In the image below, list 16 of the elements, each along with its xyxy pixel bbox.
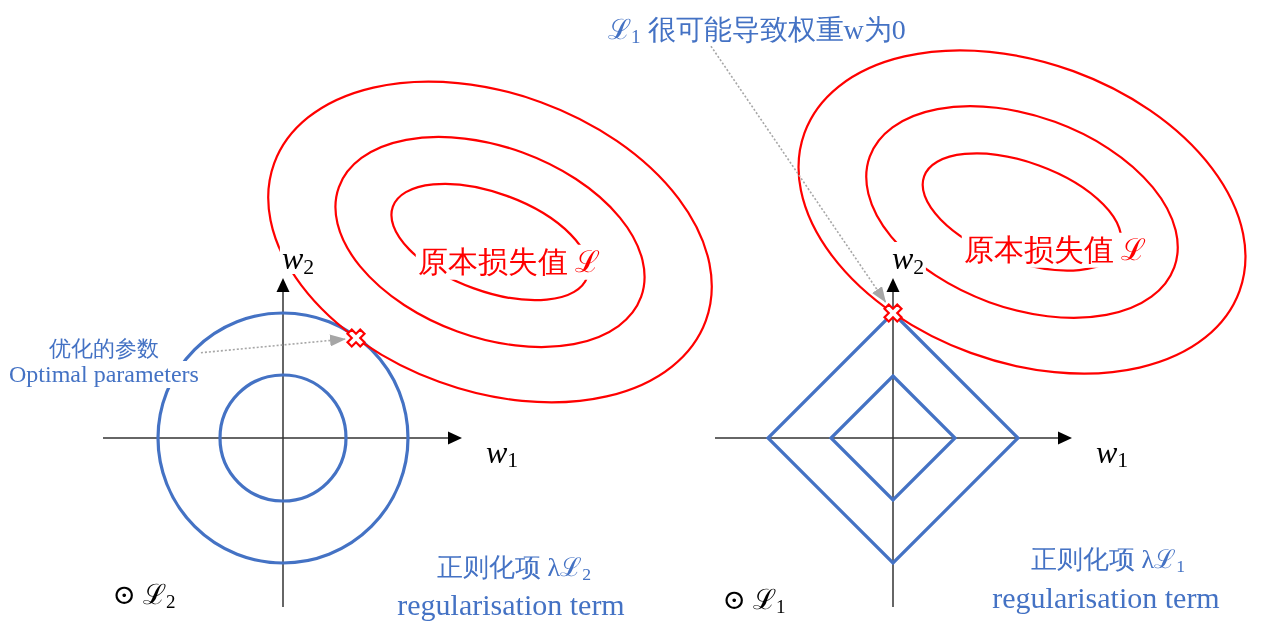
axis-label: w$_{2}$ — [889, 242, 927, 274]
panel-label: ⊙ ℒ$_{1}$ — [722, 583, 786, 617]
loss-label: 原本损失值 ℒ — [415, 244, 603, 280]
axis-label: w$_{1}$ — [1095, 433, 1129, 471]
annotation-text: 优化的参数 — [46, 335, 161, 361]
axis-label: w$_{1}$ — [485, 433, 519, 471]
panel-label: ⊙ ℒ$_{2}$ — [112, 578, 176, 612]
caption-text: regularisation term — [397, 587, 625, 623]
annotation-text: Optimal parameters — [7, 360, 201, 389]
leader-arrow — [200, 334, 346, 354]
loss-label: 原本损失值 ℒ — [961, 232, 1149, 268]
caption-text: 正则化项 λℒ$_{1}$ — [1031, 545, 1185, 575]
caption-text: 正则化项 λℒ$_{2}$ — [437, 553, 591, 583]
annotation-text: ℒ$_{1}$ 很可能导致权重w为0 — [606, 14, 908, 47]
caption-text: regularisation term — [992, 580, 1220, 616]
leader-arrow — [710, 45, 887, 303]
